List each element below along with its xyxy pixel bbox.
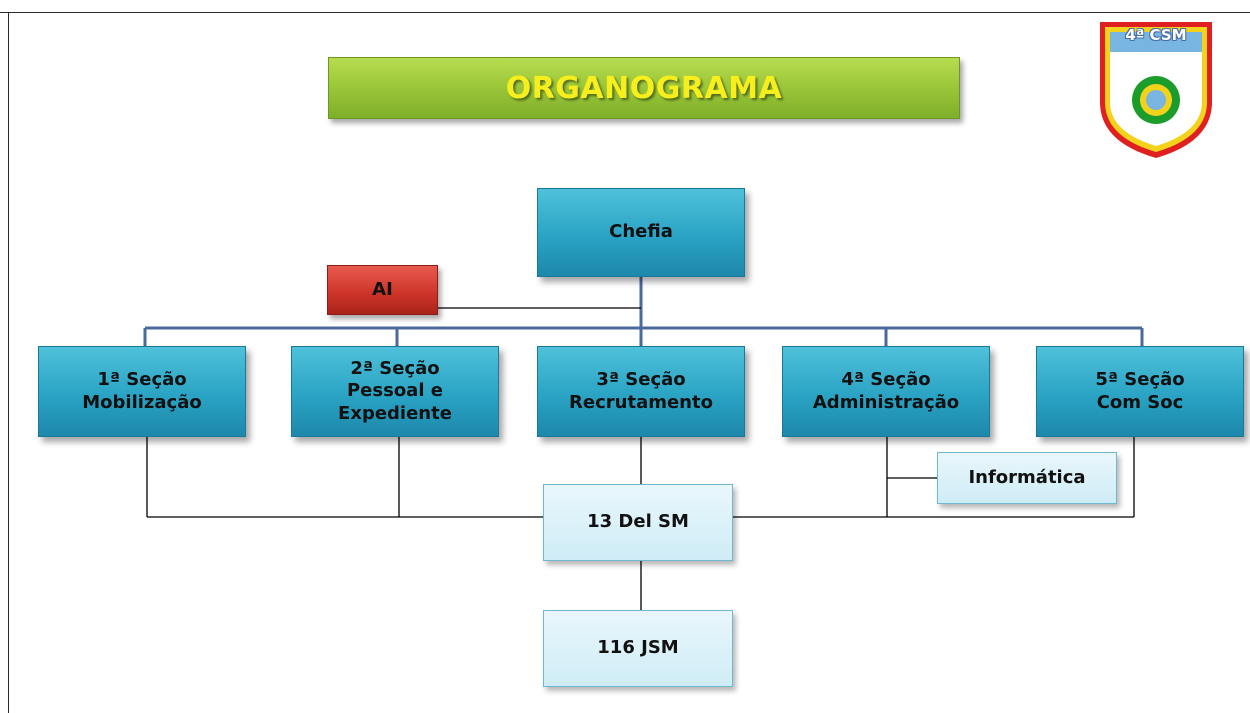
node-chefia[interactable]: Chefia (537, 188, 745, 277)
sub-lines (146, 307, 1135, 610)
hierarchy-lines (143, 277, 1144, 346)
frame-top-border (0, 12, 1250, 13)
node-secao-3-label: 3ª Seção Recrutamento (569, 369, 713, 413)
shield-emblem-icon (1100, 22, 1212, 158)
node-secao-3[interactable]: 3ª Seção Recrutamento (537, 346, 745, 437)
page-title: ORGANOGRAMA (505, 70, 783, 106)
node-116-jsm[interactable]: 116 JSM (543, 610, 733, 687)
node-secao-2[interactable]: 2ª Seção Pessoal e Expediente (291, 346, 499, 437)
node-13-del-sm-label: 13 Del SM (587, 511, 689, 533)
node-secao-1[interactable]: 1ª Seção Mobilização (38, 346, 246, 437)
title-banner: ORGANOGRAMA (328, 57, 960, 119)
node-chefia-label: Chefia (609, 221, 673, 243)
node-13-del-sm[interactable]: 13 Del SM (543, 484, 733, 561)
node-ai-label: AI (372, 278, 393, 300)
node-secao-2-label: 2ª Seção Pessoal e Expediente (338, 357, 452, 424)
node-secao-5[interactable]: 5ª Seção Com Soc (1036, 346, 1244, 437)
node-ai[interactable]: AI (327, 265, 438, 315)
node-secao-4[interactable]: 4ª Seção Administração (782, 346, 990, 437)
frame-left-border (8, 12, 9, 713)
node-informatica[interactable]: Informática (937, 452, 1117, 504)
node-secao-1-label: 1ª Seção Mobilização (82, 369, 202, 413)
node-116-jsm-label: 116 JSM (597, 637, 679, 659)
node-secao-4-label: 4ª Seção Administração (812, 369, 960, 413)
node-informatica-label: Informática (968, 466, 1086, 488)
emblem-label: 4ª CSM (1125, 26, 1187, 44)
node-secao-5-label: 5ª Seção Com Soc (1095, 369, 1185, 413)
